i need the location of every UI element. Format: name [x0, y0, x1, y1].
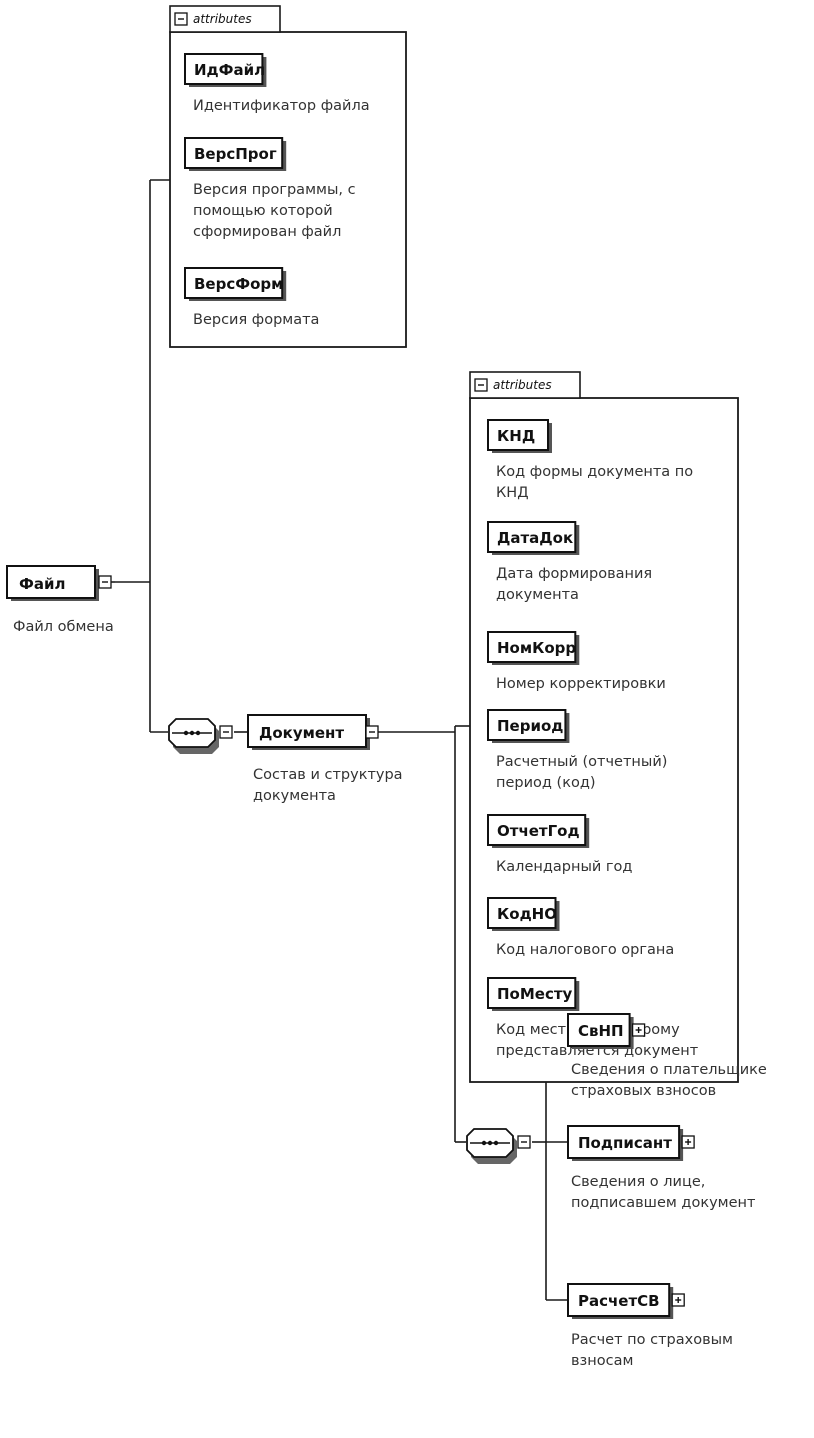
attribute-box[interactable]	[487, 709, 567, 741]
attribute-name: НомКорр	[497, 639, 576, 657]
document-children: СвНП Сведения о плательщике страховых взно…	[567, 1013, 767, 1369]
attribute-name: Период	[497, 717, 563, 735]
attribute-name: КодНО	[497, 905, 557, 923]
attribute-list: КНД Код формы документа по КНД ДатаДокДата …	[487, 419, 699, 1059]
attribute-description: Расчетный (отчетный)	[496, 754, 667, 770]
element-box[interactable]	[247, 714, 367, 748]
attribute-name: КНД	[497, 427, 535, 445]
element-description: страховых взносов	[571, 1083, 716, 1099]
document-element[interactable]: Документ Состав и структура документа	[247, 714, 403, 804]
sequence-compositor[interactable]	[168, 718, 233, 754]
attribute-description: представляется документ	[496, 1043, 699, 1059]
attributes-title: attributes	[193, 12, 252, 26]
attribute-item[interactable]: КодНО Код налогового органа	[487, 897, 674, 958]
sequence-compositor[interactable]	[466, 1128, 531, 1164]
attribute-description: документа	[496, 587, 579, 603]
attribute-box[interactable]	[184, 267, 284, 299]
element-description: Расчет по страховым	[571, 1332, 733, 1348]
element-name: РасчетСВ	[578, 1292, 660, 1310]
element-description: Сведения о плательщике	[571, 1062, 767, 1078]
attribute-description: Идентификатор файла	[193, 98, 370, 114]
attribute-name: ИдФайл	[194, 61, 265, 79]
element-name-root: Файл	[19, 575, 66, 593]
attribute-box[interactable]	[184, 137, 284, 169]
attribute-box[interactable]	[487, 897, 557, 929]
element-name-document: Документ	[259, 724, 344, 742]
child-element[interactable]: СвНП Сведения о плательщике страховых взно…	[567, 1013, 767, 1099]
element-description-root: Файл обмена	[13, 619, 114, 635]
attribute-name: ОтчетГод	[497, 822, 580, 840]
attribute-description: сформирован файл	[193, 224, 341, 240]
attributes-title: attributes	[493, 378, 552, 392]
attribute-description: Дата формирования	[496, 566, 652, 582]
attribute-description: Номер корректировки	[496, 676, 666, 692]
element-description-document: Состав и структура	[253, 767, 403, 783]
attribute-description: период (код)	[496, 775, 596, 791]
element-description: Сведения о лице,	[571, 1174, 705, 1190]
attribute-description: помощью которой	[193, 203, 333, 219]
attribute-description: КНД	[496, 485, 529, 501]
attribute-description: Версия формата	[193, 312, 319, 328]
element-name: Подписант	[578, 1134, 672, 1152]
attribute-name: ВерсПрог	[194, 145, 277, 163]
attribute-description: Версия программы, с	[193, 182, 356, 198]
element-box[interactable]	[567, 1013, 631, 1047]
element-box[interactable]	[567, 1283, 671, 1317]
document-attributes-group: attributes КНД Код формы документа по КНД Д…	[469, 371, 739, 1083]
element-description: подписавшем документ	[571, 1195, 756, 1211]
attribute-name: ВерсФорм	[194, 275, 283, 293]
element-name: СвНП	[578, 1022, 624, 1040]
attribute-box[interactable]	[487, 521, 577, 553]
attribute-box[interactable]	[487, 977, 577, 1009]
element-box[interactable]	[567, 1125, 681, 1159]
element-description-document: документа	[253, 788, 336, 804]
attribute-description: Календарный год	[496, 859, 632, 875]
element-description: взносам	[571, 1353, 633, 1369]
attribute-box[interactable]	[487, 419, 549, 451]
attribute-description: Код формы документа по	[496, 464, 693, 480]
attributes-tab	[169, 5, 281, 33]
element-box[interactable]	[6, 565, 96, 599]
attributes-tab	[469, 371, 581, 399]
attribute-name: ДатаДок	[497, 529, 573, 547]
attribute-box[interactable]	[487, 814, 587, 846]
child-element[interactable]: РасчетСВ Расчет по страховым взносам	[567, 1283, 733, 1369]
attribute-description: Код налогового органа	[496, 942, 674, 958]
attribute-name: ПоМесту	[497, 985, 573, 1003]
root-element[interactable]: Файл Файл обмена	[6, 565, 115, 635]
attribute-item[interactable]: КНД Код формы документа по КНД	[487, 419, 693, 501]
attribute-box[interactable]	[487, 631, 577, 663]
attribute-box[interactable]	[184, 53, 264, 85]
